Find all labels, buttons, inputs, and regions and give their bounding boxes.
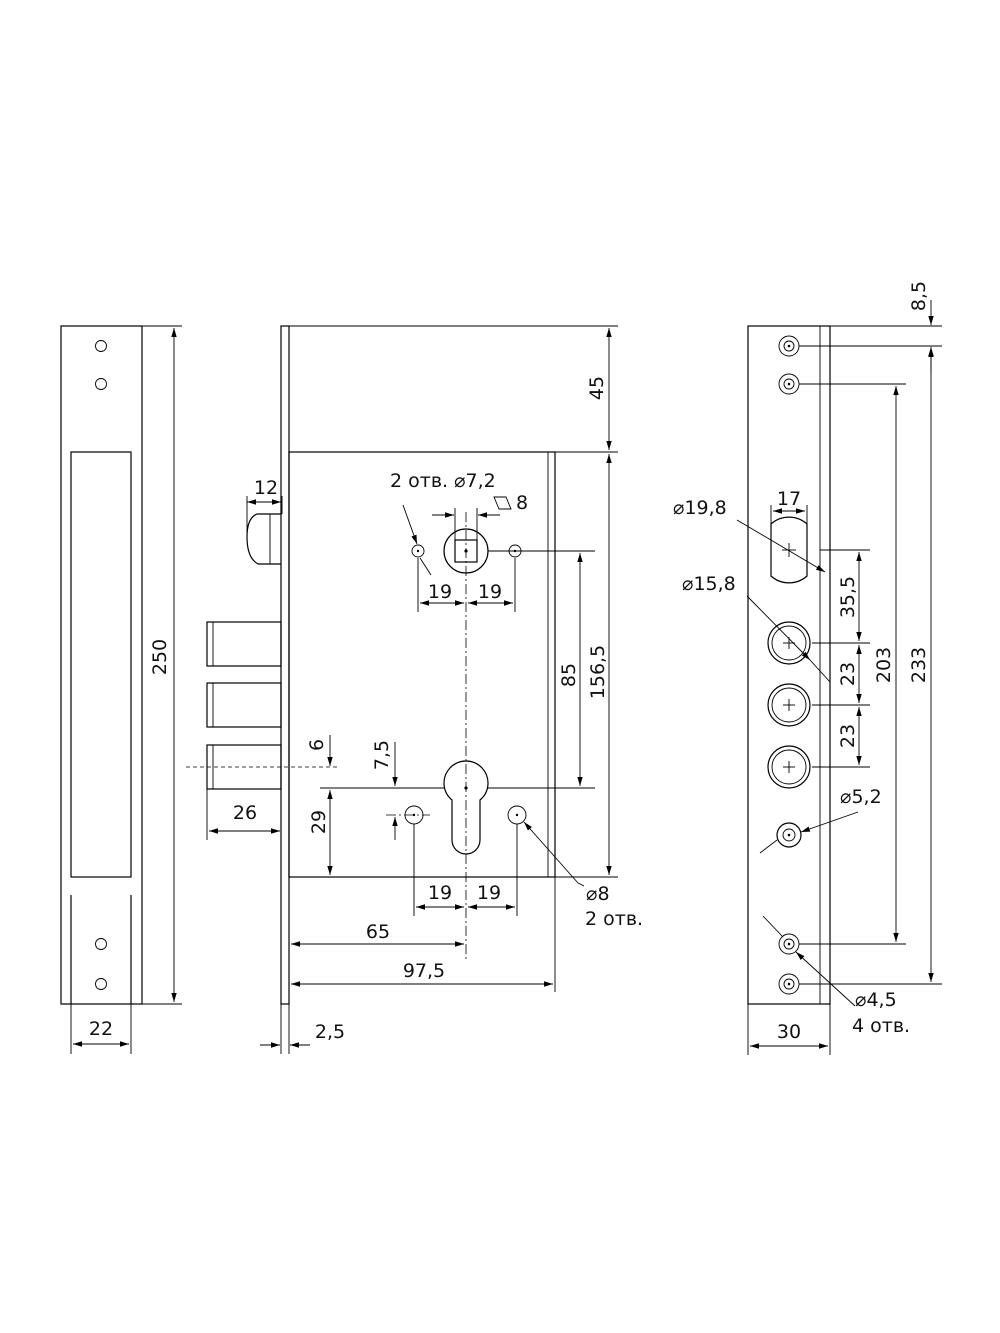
latch-width-label: 12 <box>254 477 278 499</box>
hole-offset-dim: 7,5 <box>371 740 398 840</box>
bolt-hole-diameter-label: ⌀15,8 <box>682 573 736 595</box>
screw-holes-note: 4 отв. <box>852 1015 910 1037</box>
case-depth-label: 97,5 <box>403 960 445 982</box>
bolt-hole-callout: ⌀15,8 <box>682 573 831 683</box>
bottom-pitch-right-label: 19 <box>477 882 501 904</box>
cylinder-to-bottom-label: 29 <box>308 810 330 834</box>
bottom-holes-note: 2 отв. <box>585 908 643 930</box>
square-icon <box>493 496 512 510</box>
strike-width-dim: 22 <box>70 1004 132 1054</box>
screw-holes-callout: ⌀4,5 4 отв. <box>762 915 910 1037</box>
lock-body <box>186 325 556 1005</box>
top-offset-dim: 45 <box>289 325 618 453</box>
top-offset-label: 45 <box>586 376 608 400</box>
bolt-pitch-1-label: 23 <box>837 662 859 686</box>
plate-top-offset-label: 8,5 <box>908 281 930 311</box>
top-pitch-right-label: 19 <box>478 581 502 603</box>
bolt-pitch-2-label: 23 <box>837 724 859 748</box>
top-pitch-dims: 19 19 <box>417 558 516 612</box>
faceplate-thickness-label: 2,5 <box>315 1021 345 1043</box>
screw-span-inner-label: 203 <box>873 647 895 683</box>
backset-label: 65 <box>366 921 390 943</box>
center-hole-diameter-label: ⌀5,2 <box>840 786 882 808</box>
center-hole-callout: ⌀5,2 <box>759 786 882 854</box>
screw-span-inner-dim: 203 <box>799 383 906 945</box>
strike-height-dim: 250 <box>142 325 182 1005</box>
bolt-axis-dims: 6 29 <box>306 735 444 878</box>
top-pitch-left-label: 19 <box>428 581 452 603</box>
strike-width-label: 22 <box>89 1018 113 1040</box>
strike-plate <box>60 325 143 1005</box>
faceplate-width-dim: 30 <box>747 1004 831 1055</box>
screw-holes-diameter-label: ⌀4,5 <box>855 989 897 1011</box>
bottom-pitch-dims: 19 19 <box>413 824 518 916</box>
plate-top-offset-dim: 8,5 <box>799 281 942 372</box>
strike-height-label: 250 <box>149 639 171 675</box>
top-holes-callout: 2 отв. ⌀7,2 8 <box>390 470 528 576</box>
spindle-to-cylinder-label: 85 <box>558 663 580 687</box>
screw-span-outer-dim: 233 <box>799 348 942 985</box>
bottom-pitch-left-label: 19 <box>428 882 452 904</box>
latch-hole-width-dim: 17 <box>770 488 808 524</box>
spindle-square-label: 8 <box>516 492 528 514</box>
bolt-projection-label: 26 <box>233 802 257 824</box>
backset-dims: 65 97,5 <box>291 877 556 992</box>
latch-hole-callout: ⌀19,8 <box>673 497 826 573</box>
bolt-projection-dim: 26 <box>206 789 280 840</box>
faceplate <box>747 325 831 1005</box>
latch-to-bolt-label: 35,5 <box>837 576 859 618</box>
faceplate-thickness-dim: 2,5 <box>260 1004 345 1054</box>
faceplate-width-label: 30 <box>777 1021 801 1043</box>
bolt-axis-offset-label: 6 <box>306 739 328 751</box>
spindle-to-bottom-label: 156,5 <box>587 645 609 699</box>
latch-hole-width-label: 17 <box>777 488 801 510</box>
latch-hole-diameter-label: ⌀19,8 <box>673 497 727 519</box>
svg-text:2 отв. ⌀7,2: 2 отв. ⌀7,2 <box>390 470 496 492</box>
spindle-cylinder-dims: 85 156,5 <box>488 454 618 878</box>
bottom-holes-callout: ⌀8 2 отв. <box>523 821 643 930</box>
bolt-pitch-dims: 35,5 23 23 <box>812 549 870 768</box>
fix-holes-note: 2 отв. <box>390 470 448 492</box>
latch-width-dim: 12 <box>246 477 283 532</box>
bottom-holes-diameter: ⌀8 <box>586 883 610 905</box>
screw-span-outer-label: 233 <box>908 647 930 683</box>
fix-holes-diameter: ⌀7,2 <box>454 470 496 492</box>
hole-offset-label: 7,5 <box>371 740 393 770</box>
